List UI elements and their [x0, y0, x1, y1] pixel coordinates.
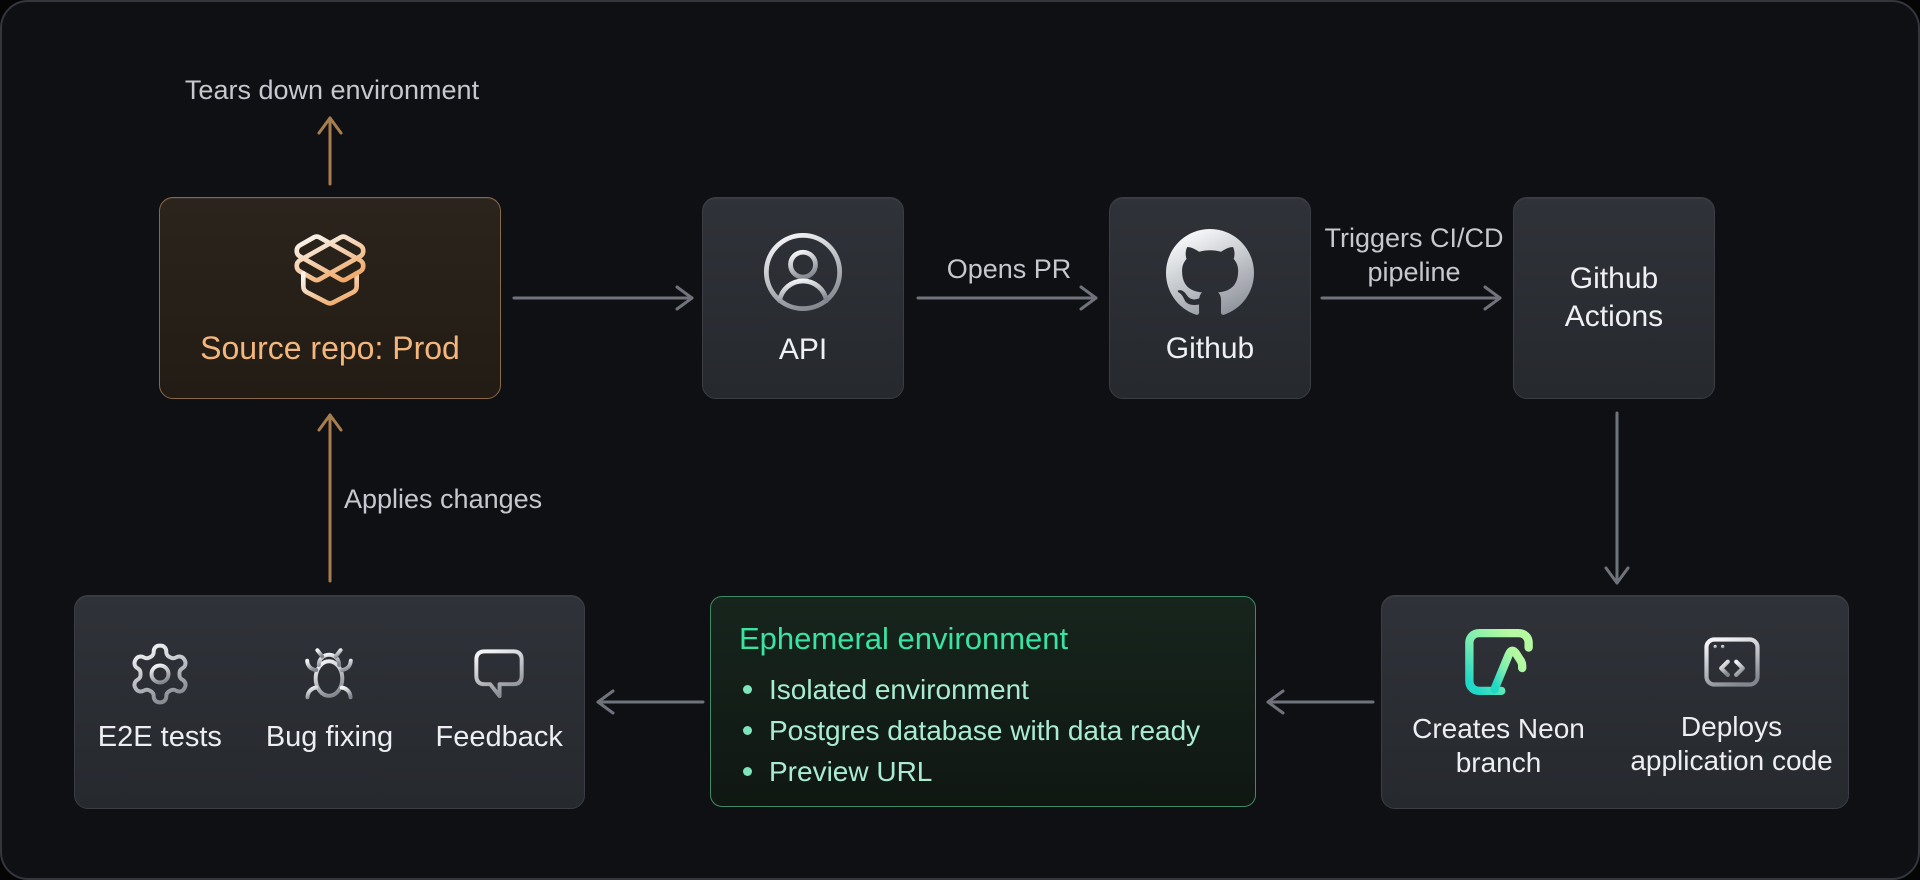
opens-pr-label: Opens PR [946, 254, 1072, 284]
ephemeral-environment-list: Isolated environment Postgres database w… [737, 669, 1229, 792]
list-item: Postgres database with data ready [743, 710, 1229, 751]
list-item-label: Isolated environment [769, 673, 1029, 705]
ci-outputs-node: Creates Neon branch Dep [1381, 595, 1849, 809]
neon-logo-icon [1461, 624, 1537, 700]
gear-icon [126, 640, 194, 708]
bullet-dot [743, 685, 752, 694]
github-node: Github [1109, 197, 1311, 399]
e2e-tests-item: E2E tests [75, 640, 245, 754]
ephemeral-environment-node: Ephemeral environment Isolated environme… [710, 596, 1256, 807]
github-actions-node: Github Actions [1513, 197, 1715, 399]
deploys-code-item: Deploys application code [1615, 626, 1848, 778]
source-repo-label: Source repo: Prod [200, 330, 460, 366]
bullet-dot [743, 767, 752, 776]
bug-icon [295, 640, 363, 708]
validation-node: E2E tests [74, 595, 585, 809]
api-label: API [778, 333, 828, 366]
feedback-item: Feedback [414, 640, 584, 754]
list-item-label: Postgres database with data ready [769, 714, 1201, 746]
deploys-code-label: Deploys application code [1630, 711, 1833, 776]
triggers-cicd-label: Triggers CI/CD pipeline [1324, 223, 1504, 287]
bug-fixing-label: Bug fixing [265, 721, 394, 753]
source-repo-node: Source repo: Prod [159, 197, 501, 399]
list-item: Isolated environment [743, 669, 1229, 710]
github-label: Github [1165, 332, 1255, 365]
open-package-icon [290, 230, 370, 310]
api-node: API [702, 197, 904, 399]
e2e-tests-label: E2E tests [97, 721, 222, 753]
bullet-dot [743, 726, 752, 735]
creates-neon-branch-label: Creates Neon branch [1412, 713, 1585, 778]
github-octocat-icon [1166, 229, 1254, 317]
list-item-label: Preview URL [769, 755, 933, 787]
user-circle-icon [759, 228, 847, 316]
github-actions-label: Github Actions [1564, 262, 1664, 333]
ephemeral-environment-title: Ephemeral environment [739, 621, 1069, 656]
applies-changes-label: Applies changes [344, 484, 543, 514]
creates-neon-branch-item: Creates Neon branch [1382, 624, 1615, 780]
browser-code-icon [1696, 626, 1768, 698]
list-item: Preview URL [743, 751, 1229, 792]
bug-fixing-item: Bug fixing [245, 640, 415, 754]
tears-down-label: Tears down environment [184, 75, 480, 105]
speech-bubble-icon [465, 640, 533, 708]
feedback-label: Feedback [435, 721, 563, 753]
